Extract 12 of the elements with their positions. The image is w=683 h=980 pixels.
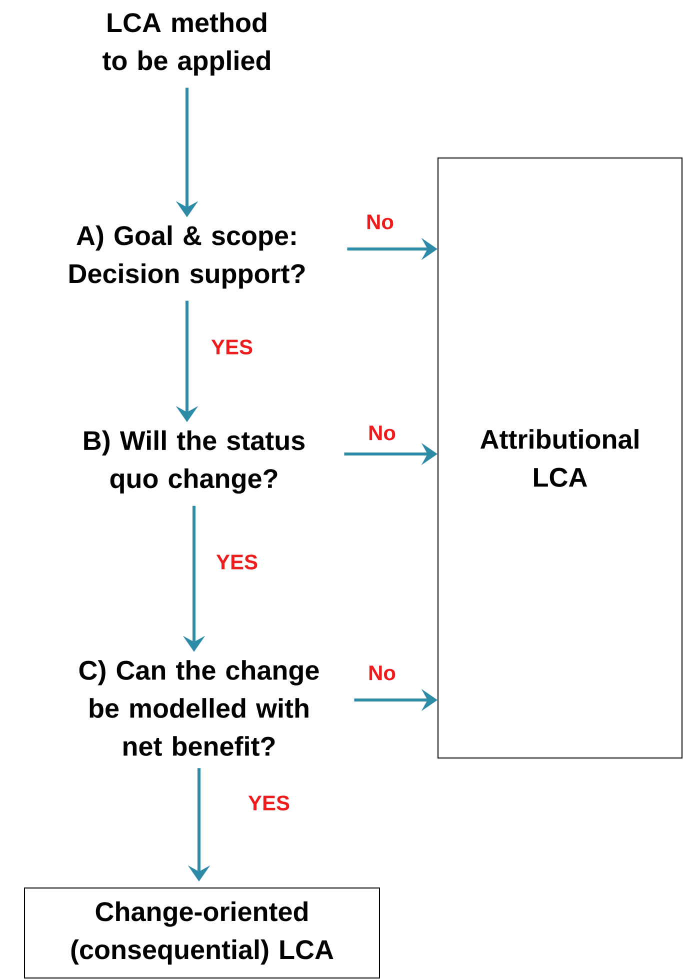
question-text: A) Goal & scope: Decision support?: [70, 225, 305, 289]
edge-label: No: [367, 424, 397, 442]
edge-label: YES: [247, 794, 291, 812]
question-text: LCA method to be applied: [102, 12, 270, 76]
result-box: Attributional LCA: [438, 158, 682, 758]
edge-label: No: [367, 664, 397, 682]
question-text: C) Can the change be modelled with net benefit?: [79, 660, 319, 756]
edge-label: YES: [215, 554, 260, 570]
edge-label: No: [365, 214, 395, 230]
question-text: B) Will the status quo change?: [84, 430, 305, 494]
edge-label: YES: [210, 338, 254, 356]
result-box: Change-oriented (consequential) LCA: [24, 888, 380, 978]
